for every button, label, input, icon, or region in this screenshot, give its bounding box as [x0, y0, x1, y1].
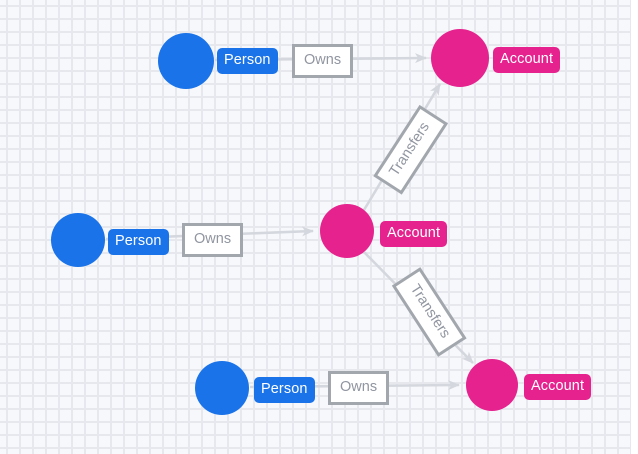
node-label-account-1[interactable]: Account [493, 47, 561, 73]
vertical-scrollbar-track[interactable] [631, 0, 638, 454]
node-account-1[interactable] [431, 29, 489, 87]
node-person-3[interactable] [195, 361, 249, 415]
node-account-2[interactable] [320, 204, 374, 258]
edge-label-owns-2[interactable]: Owns [182, 223, 244, 257]
node-label-account-3[interactable]: Account [524, 374, 592, 400]
node-label-person-3[interactable]: Person [254, 377, 315, 403]
node-account-3[interactable] [466, 359, 518, 411]
edge-label-owns-1[interactable]: Owns [292, 44, 354, 78]
edge-label-owns-3[interactable]: Owns [328, 371, 390, 405]
node-label-account-2[interactable]: Account [380, 221, 448, 247]
node-label-person-1[interactable]: Person [217, 48, 278, 74]
node-person-1[interactable] [158, 33, 214, 89]
node-person-2[interactable] [51, 213, 105, 267]
node-label-person-2[interactable]: Person [108, 229, 169, 255]
